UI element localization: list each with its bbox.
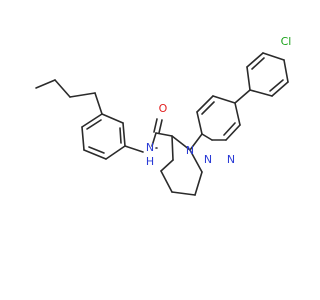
phenyl-ring-left <box>81 113 126 160</box>
bond <box>94 92 103 115</box>
amide-group <box>124 118 173 153</box>
bond <box>269 79 284 92</box>
oxygen-label: O <box>159 102 168 115</box>
bond <box>212 95 236 104</box>
bond <box>189 133 203 151</box>
bond <box>83 149 107 160</box>
bond <box>196 95 214 113</box>
chlorine-label: Cl <box>281 35 292 48</box>
bond <box>81 126 85 151</box>
bond <box>101 113 124 124</box>
bond <box>86 119 102 130</box>
bond <box>171 135 174 161</box>
bond <box>246 52 264 68</box>
chlorophenyl-ring <box>234 52 289 104</box>
bond <box>262 52 285 61</box>
pyridazine-n2-label: N <box>227 153 235 166</box>
bond <box>160 159 174 172</box>
bond <box>225 124 241 141</box>
bond <box>201 101 215 115</box>
bond <box>153 118 158 133</box>
bond <box>160 170 173 193</box>
bond <box>196 111 203 135</box>
bond <box>81 113 103 128</box>
bond <box>35 79 56 89</box>
bond <box>105 145 126 160</box>
bond <box>251 57 265 70</box>
pyridazine-ring <box>189 95 241 151</box>
bond <box>158 119 163 134</box>
molecule-canvas: O N H N N N Cl <box>35 35 292 196</box>
bond <box>122 122 126 147</box>
bond <box>246 66 251 91</box>
piperidine-n-label: N <box>186 144 194 157</box>
bond <box>119 127 122 144</box>
bond <box>124 145 144 153</box>
bond <box>151 132 157 147</box>
bond <box>283 59 289 83</box>
bond <box>249 89 273 97</box>
molecule-structure: O N H N N N Cl <box>35 35 292 196</box>
bond <box>194 171 203 196</box>
amide-h-label: H <box>146 155 154 168</box>
bond <box>88 146 105 154</box>
bond <box>189 149 203 173</box>
bond <box>271 81 289 97</box>
bond <box>171 191 196 196</box>
butyl-chain <box>35 79 103 115</box>
bond <box>223 122 236 136</box>
bond <box>234 89 251 104</box>
bond <box>69 92 96 98</box>
piperidine-ring <box>160 135 203 196</box>
amide-nh-label: N <box>146 141 154 154</box>
bond <box>234 102 241 126</box>
bond <box>201 133 213 141</box>
bond <box>54 79 71 98</box>
bond <box>171 135 191 151</box>
pyridazine-n1-label: N <box>204 153 212 166</box>
